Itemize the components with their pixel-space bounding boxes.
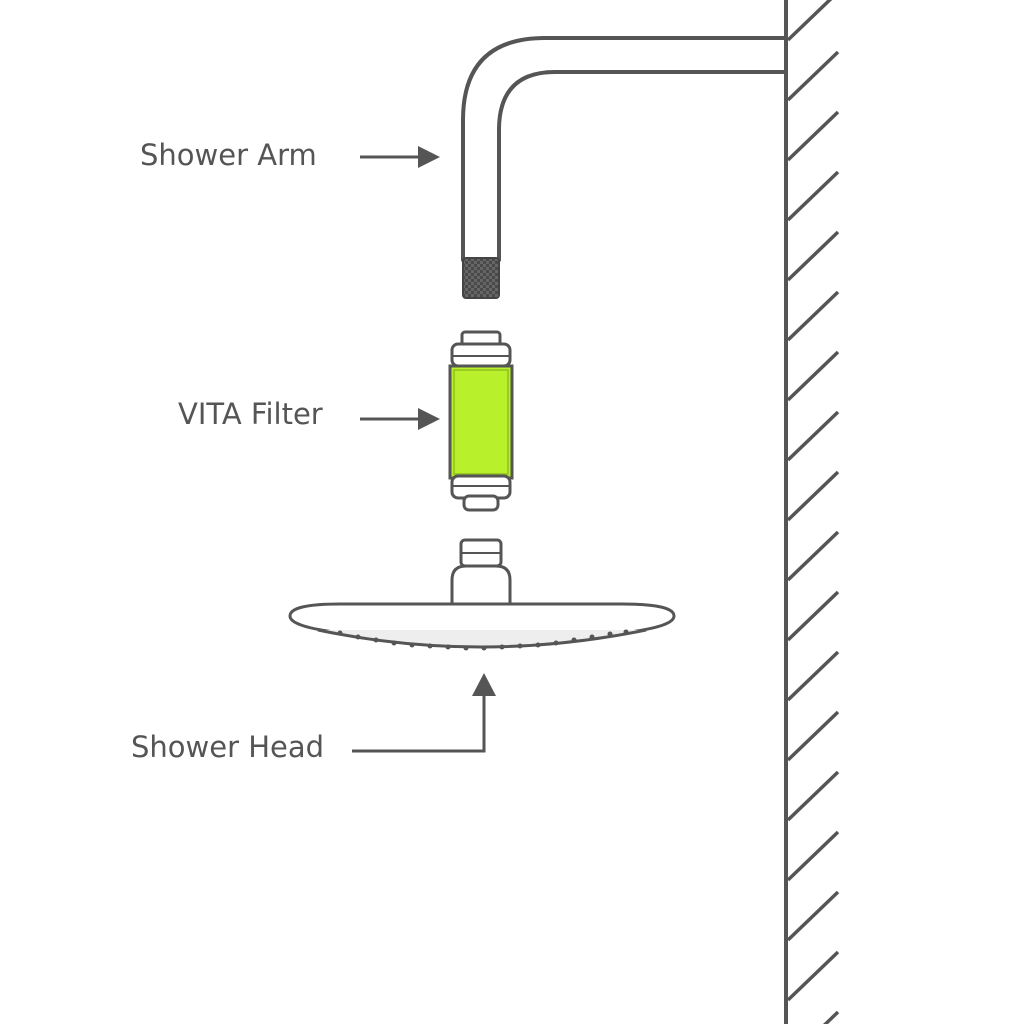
arrow-vita-filter	[360, 408, 440, 430]
filter-cartridge	[448, 364, 514, 480]
vita-filter	[448, 330, 514, 512]
shower-arm	[461, 36, 788, 299]
arrow-shower-head	[352, 673, 496, 753]
shower-head	[288, 538, 676, 651]
shower-arm-label: Shower Arm	[140, 138, 317, 172]
vita-filter-label: VITA Filter	[178, 397, 323, 431]
wall	[784, 0, 840, 1024]
wall-hatching	[786, 0, 840, 1024]
arrow-shower-arm	[360, 146, 440, 168]
shower-head-label: Shower Head	[131, 730, 325, 764]
shower-head-nozzles	[337, 629, 629, 651]
shower-arm-thread	[462, 257, 500, 299]
